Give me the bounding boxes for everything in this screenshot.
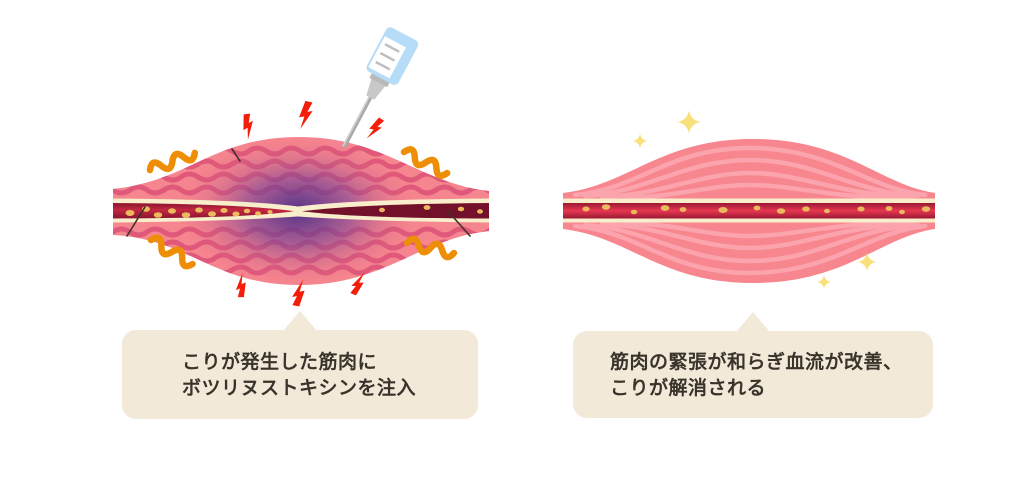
sparkle-icon [677,110,701,134]
pinched-blood-vessel [113,198,489,223]
caption-line: こりが発生した筋肉に [182,352,378,373]
open-blood-vessel [563,198,935,223]
sparkle-icon [817,275,831,289]
pain-lightning-icon [298,100,313,130]
caption-line: 筋肉の緊張が和らぎ血流が改善、 [610,352,903,373]
pain-lightning-icon [365,115,385,143]
relaxed-muscle-figure [563,110,935,289]
caption-line: ボツリヌストキシンを注入 [182,378,417,399]
vessel-blood-right [302,203,489,219]
bubble-tail-up [283,311,317,331]
left-caption-bubble: こりが発生した筋肉に ボツリヌストキシンを注入 [122,311,478,419]
muscle-fibers [572,145,928,276]
bubble-tail-up [736,312,770,332]
pain-lightning-icon [238,112,259,141]
tense-muscle-figure [113,27,489,307]
caption-line: こりが解消される [610,378,767,399]
right-caption-bubble: 筋肉の緊張が和らぎ血流が改善、 こりが解消される [573,312,933,418]
vessel-blood [563,203,935,219]
leader-lines [126,148,471,237]
blood-cells [582,204,931,215]
blood-cells [125,205,483,218]
sparkle-icon [633,134,647,148]
syringe-icon [342,27,419,148]
